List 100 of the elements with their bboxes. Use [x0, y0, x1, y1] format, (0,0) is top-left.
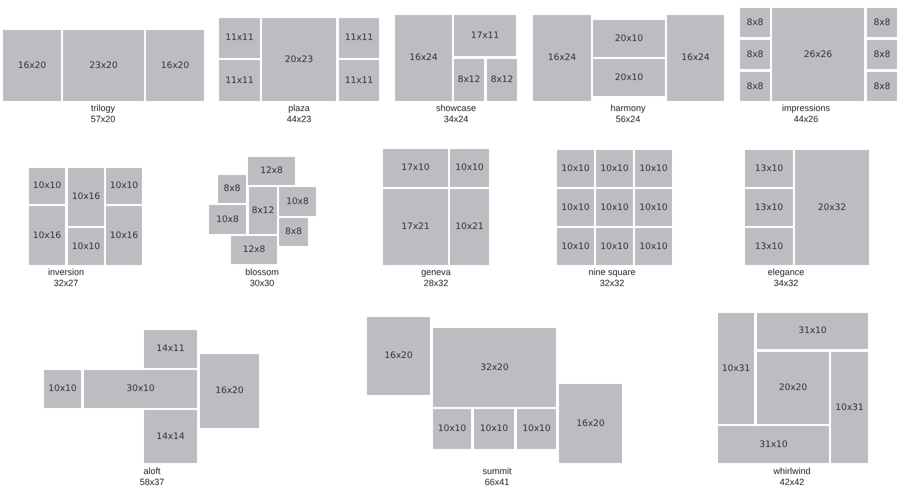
- layout-name: trilogy: [91, 103, 115, 114]
- photo-panel: [557, 189, 594, 226]
- photo-panel: [367, 317, 430, 395]
- panel-size-label: 12x8: [260, 166, 283, 176]
- panel-size-label: 14x14: [156, 432, 185, 442]
- photo-panel: [740, 40, 770, 69]
- photo-panel: [517, 409, 556, 449]
- panel-size-label: 31x10: [798, 326, 827, 336]
- photo-panel: [106, 206, 142, 265]
- photo-panel: [745, 189, 793, 226]
- photo-panel: [593, 20, 665, 57]
- photo-panel: [667, 15, 724, 101]
- panel-size-label: 16x24: [409, 53, 438, 63]
- layout-name: inversion: [48, 267, 84, 278]
- photo-panel: [63, 30, 144, 101]
- panel-size-label: 8x8: [874, 82, 890, 92]
- photo-panel: [29, 168, 65, 204]
- photo-panel: [450, 189, 489, 265]
- layout-name: elegance: [768, 267, 804, 278]
- panel-size-label: 23x20: [89, 60, 118, 70]
- photo-panel: [740, 8, 770, 37]
- layout-name: blossom: [245, 267, 279, 278]
- panel-size-label: 10x8: [216, 214, 239, 224]
- photo-panel: [231, 236, 277, 264]
- photo-panel: [395, 15, 452, 101]
- layout-size: 58x37: [140, 477, 164, 488]
- photo-panel: [433, 328, 556, 407]
- photo-panel: [146, 30, 204, 101]
- photo-panel: [718, 426, 829, 463]
- photo-panel: [44, 370, 81, 408]
- panel-size-label: 14x11: [156, 344, 185, 354]
- panel-size-label: 32x20: [480, 362, 509, 372]
- photo-panel: [474, 409, 514, 449]
- panel-size-label: 16x24: [681, 53, 710, 63]
- layout-size: 32x27: [54, 278, 78, 289]
- photo-panel: [635, 150, 672, 187]
- layout-size: 57x20: [90, 114, 116, 125]
- photo-panel: [635, 228, 672, 265]
- photo-panel: [559, 384, 622, 463]
- panel-size-label: 16x20: [18, 60, 46, 70]
- panel-size-label: 10x10: [561, 164, 590, 174]
- panel-size-label: 8x8: [746, 18, 764, 28]
- layout-size: 28x32: [424, 278, 448, 289]
- photo-panel: [867, 72, 897, 101]
- photo-panel: [593, 59, 665, 96]
- photo-panel: [831, 352, 868, 463]
- photo-panel: [68, 168, 104, 226]
- photo-panel: [740, 72, 770, 101]
- photo-panel: [557, 228, 594, 265]
- panel-size-label: 20x20: [778, 383, 808, 393]
- photo-panel: [635, 189, 672, 226]
- photo-panel: [596, 150, 633, 187]
- panel-size-label: 11x11: [225, 33, 254, 43]
- panel-size-label: 10x10: [522, 424, 551, 434]
- panel-size-label: 16x20: [384, 351, 413, 361]
- panel-size-label: 10x10: [639, 202, 668, 212]
- panel-size-label: 20x10: [614, 34, 644, 44]
- layout-name: nine square: [588, 267, 636, 278]
- photo-panel: [596, 228, 633, 265]
- layout-size: 44x23: [286, 114, 312, 125]
- panel-size-label: 10x16: [72, 192, 100, 202]
- panel-size-label: 10x10: [438, 424, 466, 434]
- layout-name: harmony: [610, 103, 646, 114]
- photo-panel: [144, 330, 197, 368]
- panel-size-label: 8x8: [285, 227, 302, 237]
- photo-panel: [450, 149, 489, 187]
- photo-panel: [144, 410, 197, 463]
- layout-size: 34x32: [774, 278, 798, 289]
- layout-name: plaza: [288, 103, 310, 114]
- panel-size-label: 10x10: [110, 181, 138, 191]
- photo-panel: [3, 30, 61, 101]
- photo-panel: [84, 370, 197, 408]
- photo-panel: [454, 15, 516, 56]
- layout-size: 56x24: [616, 114, 640, 125]
- panel-size-label: 8x12: [252, 206, 274, 216]
- photo-panel: [533, 15, 591, 101]
- panel-size-label: 16x20: [215, 386, 244, 396]
- photo-panel: [383, 189, 448, 265]
- panel-size-label: 11x11: [225, 76, 254, 86]
- photo-panel: [433, 409, 471, 449]
- photo-panel: [772, 8, 864, 101]
- panel-size-label: 10x10: [600, 164, 629, 174]
- panel-size-label: 10x10: [600, 242, 629, 252]
- panel-size-label: 20x32: [818, 202, 846, 212]
- layout-name: showcase: [436, 103, 476, 114]
- panel-size-label: 13x10: [754, 164, 784, 174]
- photo-panel: [68, 228, 104, 265]
- layout-size: 32x32: [600, 278, 624, 289]
- panel-size-label: 8x8: [224, 184, 240, 194]
- layout-size: 42x42: [780, 477, 804, 488]
- panel-size-label: 31x10: [759, 440, 788, 450]
- photo-panel: [279, 187, 316, 216]
- panel-size-label: 10x21: [455, 222, 484, 232]
- panel-size-label: 11x11: [344, 33, 374, 43]
- layout-name: geneva: [421, 267, 451, 278]
- panel-size-label: 8x8: [746, 82, 764, 92]
- photo-panel: [454, 59, 484, 101]
- panel-size-label: 12x8: [242, 245, 266, 255]
- photo-panel: [200, 354, 259, 428]
- panel-size-label: 10x10: [639, 164, 668, 174]
